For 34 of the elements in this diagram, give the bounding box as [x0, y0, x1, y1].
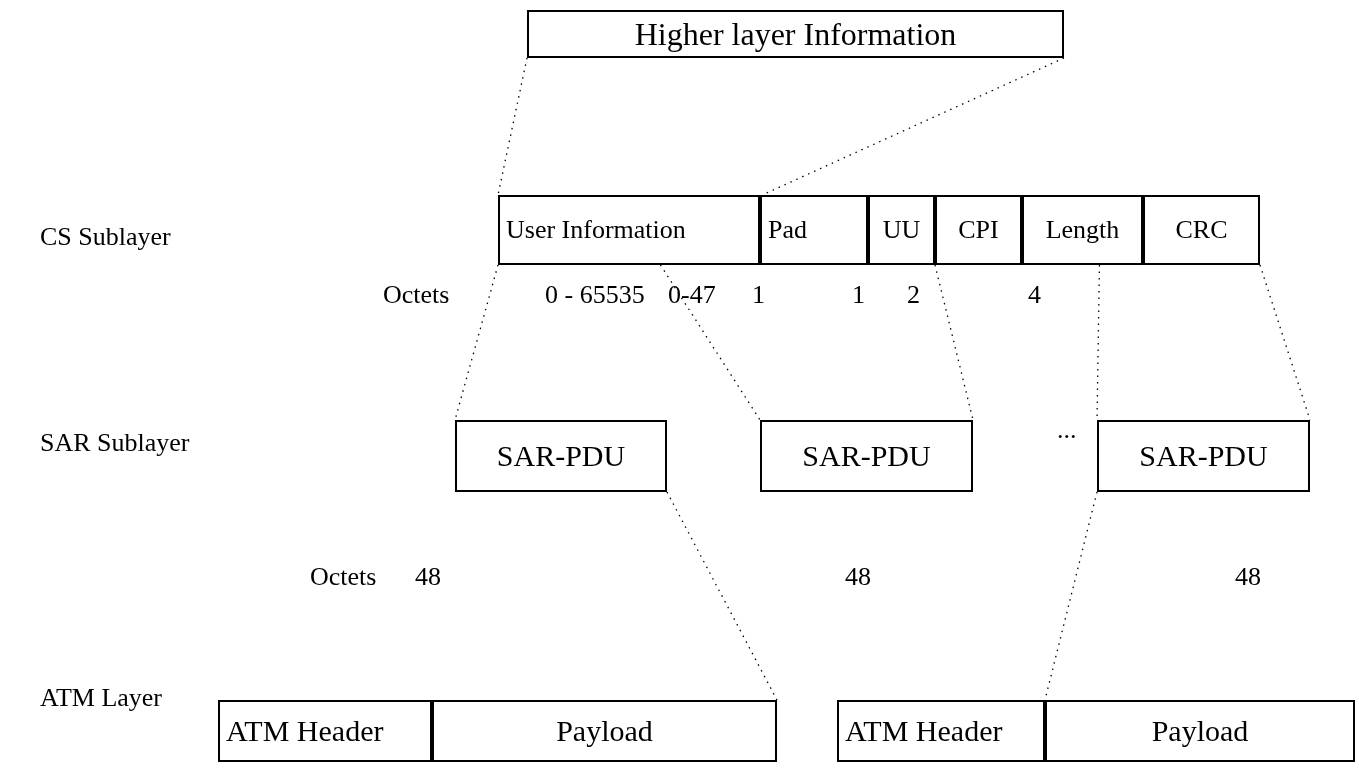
frame-field: User Information [498, 195, 760, 265]
layer-label: ATM Layer [40, 683, 162, 713]
frame-field: CPI [935, 195, 1022, 265]
frame-field: UU [868, 195, 935, 265]
dotted-line [659, 264, 761, 421]
row-label: Octets [383, 280, 450, 310]
pdu-box: SAR-PDU [1097, 420, 1310, 492]
octet-count: 0 - 65535 [545, 280, 645, 310]
octet-count: 48 [1235, 562, 1261, 592]
frame-field: Length [1022, 195, 1143, 265]
dotted-line [1259, 264, 1311, 421]
dotted-line [497, 57, 528, 196]
pdu-box: SAR-PDU [455, 420, 667, 492]
octet-count: 1 [852, 280, 865, 310]
layer-label: CS Sublayer [40, 222, 171, 252]
cell-field: ATM Header [218, 700, 432, 762]
frame-field: Pad [760, 195, 868, 265]
cell-field: ATM Header [837, 700, 1045, 762]
dotted-line [666, 491, 778, 701]
cell-field: Payload [432, 700, 777, 762]
octet-count: 4 [1028, 280, 1041, 310]
pdu-box: SAR-PDU [760, 420, 973, 492]
cell-field: Payload [1045, 700, 1355, 762]
data-block: Higher layer Information [527, 10, 1064, 58]
octet-count: 48 [845, 562, 871, 592]
octet-count: 2 [907, 280, 920, 310]
octet-count: 48 [415, 562, 441, 592]
row-label: Octets [310, 562, 377, 592]
dotted-line [934, 264, 974, 421]
octet-count: 1 [752, 280, 765, 310]
layer-label: SAR Sublayer [40, 428, 190, 458]
ellipsis: ... [1057, 415, 1077, 445]
frame-field: CRC [1143, 195, 1260, 265]
octet-count: 0-47 [668, 280, 716, 310]
